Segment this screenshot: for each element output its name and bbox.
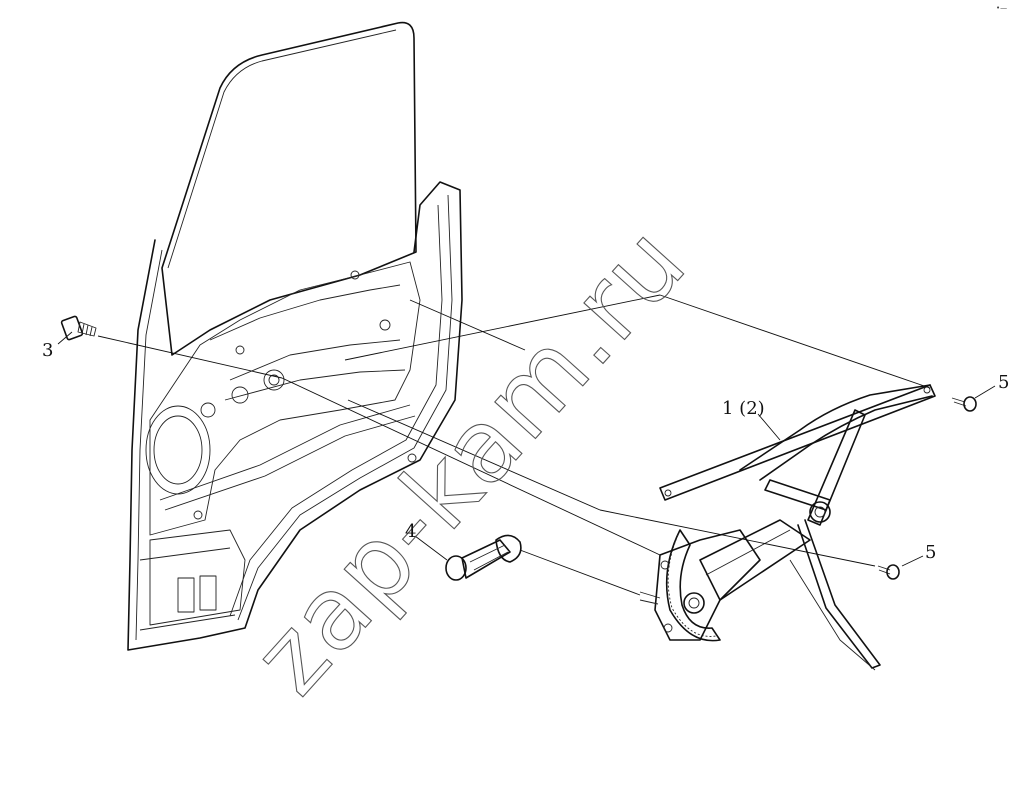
corner-mark: •— bbox=[996, 4, 1007, 12]
window-glass bbox=[161, 21, 417, 356]
part-1-regulator bbox=[639, 384, 936, 671]
part-5-screw-upper bbox=[951, 396, 977, 412]
part-5-screw-lower bbox=[877, 564, 900, 580]
callout-part-4: 4 bbox=[405, 521, 416, 542]
door-inner-panel bbox=[149, 261, 421, 536]
door-assembly bbox=[127, 21, 463, 651]
callout-part-5-upper: 5 bbox=[998, 372, 1009, 393]
speaker-opening bbox=[145, 405, 211, 495]
callout-part-1: 1 (2) bbox=[722, 398, 765, 419]
part-4-handle bbox=[445, 534, 522, 581]
callout-part-5-lower: 5 bbox=[925, 542, 936, 563]
leader-lines bbox=[57, 294, 996, 596]
callout-part-3: 3 bbox=[42, 340, 53, 361]
gear-sector bbox=[665, 529, 721, 642]
part-3-bolt bbox=[60, 315, 97, 341]
door-frame bbox=[127, 181, 463, 651]
watermark-text: zap-kam.ru bbox=[231, 203, 709, 716]
